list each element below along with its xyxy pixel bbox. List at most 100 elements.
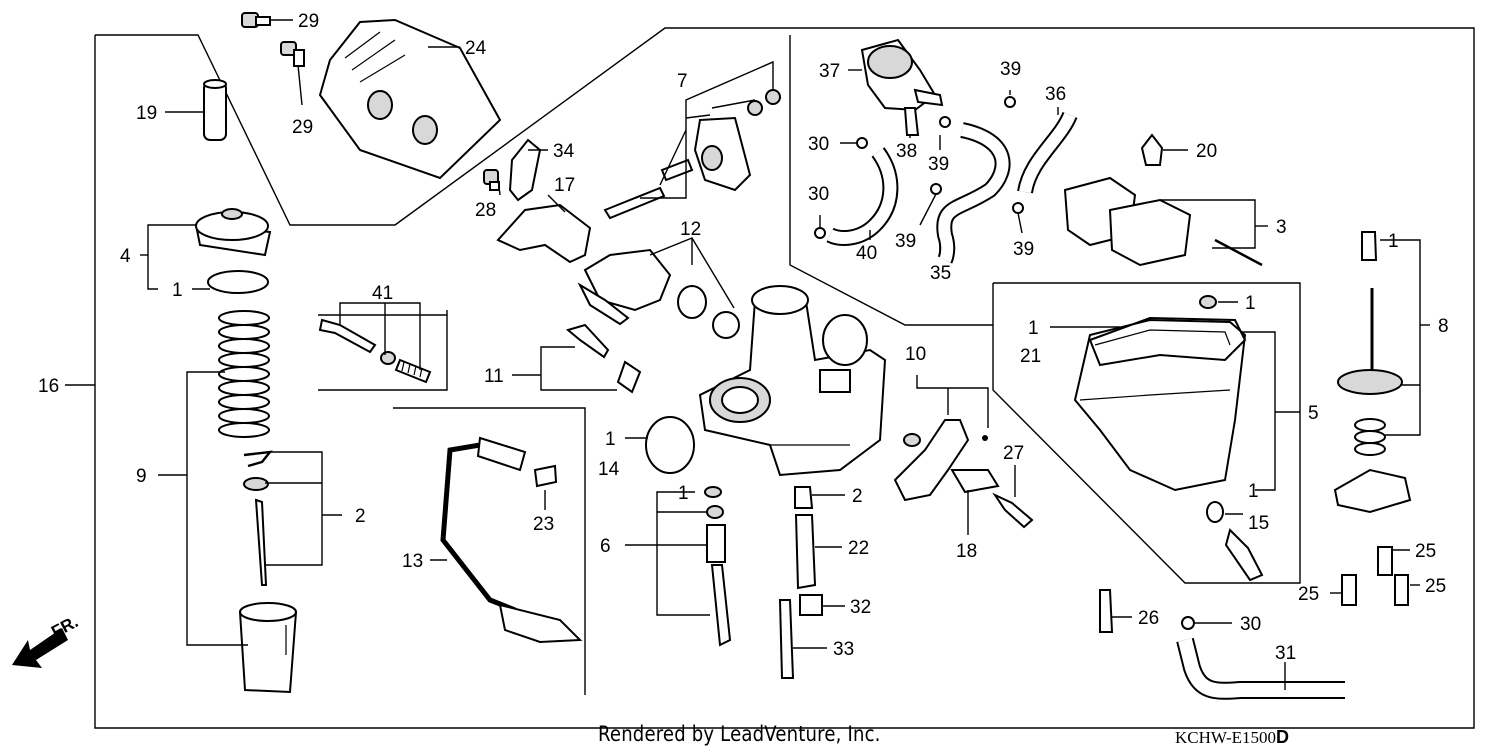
label-10: 10 — [905, 344, 926, 365]
label-1-drain: 1 — [1248, 481, 1259, 502]
leader-lines — [140, 19, 1430, 690]
spring-9 — [218, 310, 270, 438]
label-22: 22 — [848, 538, 869, 559]
screw-29-top — [241, 12, 271, 28]
label-25-a: 25 — [1415, 541, 1436, 562]
label-24: 24 — [465, 38, 487, 59]
throttle-valve — [238, 602, 298, 694]
label-20: 20 — [1196, 141, 1217, 162]
label-1-oring: 1 — [605, 429, 616, 450]
label-30-bottom: 30 — [1240, 614, 1261, 635]
pump-37 — [860, 38, 944, 112]
label-39-top: 39 — [1000, 59, 1021, 80]
label-1-ring: 1 — [172, 280, 183, 301]
valve-20 — [1140, 133, 1164, 166]
cable-13 — [440, 436, 583, 644]
label-1-pilot: 1 — [678, 483, 689, 504]
label-33: 33 — [833, 639, 854, 660]
label-37: 37 — [819, 61, 840, 82]
screw-25-c — [1394, 574, 1409, 606]
chamber-5 — [1073, 318, 1247, 492]
diaphragm-8 — [1333, 231, 1412, 514]
label-2-jet: 2 — [852, 486, 863, 507]
label-2-needle: 2 — [355, 506, 366, 527]
bracket-34 — [508, 138, 542, 202]
label-3: 3 — [1276, 217, 1287, 238]
screw-33 — [778, 599, 795, 679]
label-39-right: 39 — [1013, 239, 1034, 260]
ring-1-left — [207, 270, 269, 294]
hose-35 — [936, 122, 1011, 264]
hose-36 — [1017, 111, 1078, 194]
label-1-washer: 1 — [1245, 293, 1256, 314]
label-5: 5 — [1308, 403, 1319, 424]
front-arrow-icon — [12, 628, 68, 668]
jet-2 — [794, 486, 814, 509]
gasket-1 — [1088, 316, 1247, 367]
footer-code-suffix: D — [1276, 727, 1290, 747]
screw-set-41 — [318, 318, 432, 384]
label-28: 28 — [475, 200, 496, 221]
sleeve-19 — [203, 79, 227, 141]
cap-23 — [533, 464, 558, 488]
label-35: 35 — [930, 263, 951, 284]
footer-credit: Rendered by LeadVenture, Inc. — [598, 722, 881, 746]
lever-17 — [496, 203, 592, 264]
label-6: 6 — [600, 536, 611, 557]
label-41: 41 — [372, 283, 393, 304]
needle-jet-22 — [794, 514, 817, 590]
label-30-upper: 30 — [808, 134, 829, 155]
footer-code-text: KCHW-E1500 — [1175, 728, 1277, 747]
label-39-left: 39 — [895, 231, 916, 252]
label-31: 31 — [1275, 643, 1296, 664]
label-38: 38 — [896, 141, 917, 162]
jet-32 — [799, 594, 823, 616]
screw-26 — [1099, 589, 1114, 633]
label-34: 34 — [553, 141, 575, 162]
label-21: 21 — [1020, 346, 1041, 367]
screw-29-lower — [280, 41, 305, 67]
screw-11 — [565, 323, 642, 394]
cap-4 — [194, 208, 272, 257]
label-9: 9 — [136, 466, 147, 487]
label-18: 18 — [956, 541, 977, 562]
label-8: 8 — [1438, 316, 1449, 337]
label-26: 26 — [1138, 608, 1159, 629]
screw-25-a — [1377, 546, 1393, 576]
hose-40 — [826, 147, 899, 246]
carburetor-body — [698, 285, 887, 477]
clips-30-39 — [814, 96, 1024, 239]
callout-labels: 29 29 24 19 4 1 16 9 2 41 7 34 17 28 12 … — [38, 11, 1449, 664]
label-11: 11 — [484, 366, 504, 387]
label-29-top: 29 — [298, 11, 319, 32]
label-27: 27 — [1003, 443, 1024, 464]
o-ring-14 — [645, 416, 695, 474]
label-13: 13 — [402, 551, 423, 572]
drain-15 — [1206, 501, 1264, 582]
clip-30-bottom — [1181, 616, 1195, 630]
label-17: 17 — [554, 175, 575, 196]
screw-27 — [992, 492, 1034, 529]
screw-25-b — [1341, 574, 1357, 606]
float-3 — [1063, 176, 1263, 267]
tube-31 — [1176, 637, 1345, 700]
footer-diagram-code: KCHW-E1500D — [1175, 727, 1289, 748]
label-16: 16 — [38, 376, 59, 397]
label-1-diaphragm: 1 — [1388, 231, 1399, 252]
label-1-gasket: 1 — [1028, 318, 1039, 339]
label-40: 40 — [856, 243, 877, 264]
label-19: 19 — [136, 103, 157, 124]
label-39-mid: 39 — [928, 154, 949, 175]
washer-1-right — [1199, 295, 1217, 309]
label-23: 23 — [533, 514, 554, 535]
pilot-set-6 — [704, 486, 732, 647]
frame-lines — [65, 27, 1475, 729]
label-36: 36 — [1045, 84, 1066, 105]
link-7 — [603, 89, 781, 220]
needle-set-2 — [243, 450, 273, 586]
label-14: 14 — [598, 459, 620, 480]
label-25-b: 25 — [1298, 584, 1319, 605]
label-25-c: 25 — [1425, 576, 1446, 597]
plate-18 — [950, 469, 1000, 494]
